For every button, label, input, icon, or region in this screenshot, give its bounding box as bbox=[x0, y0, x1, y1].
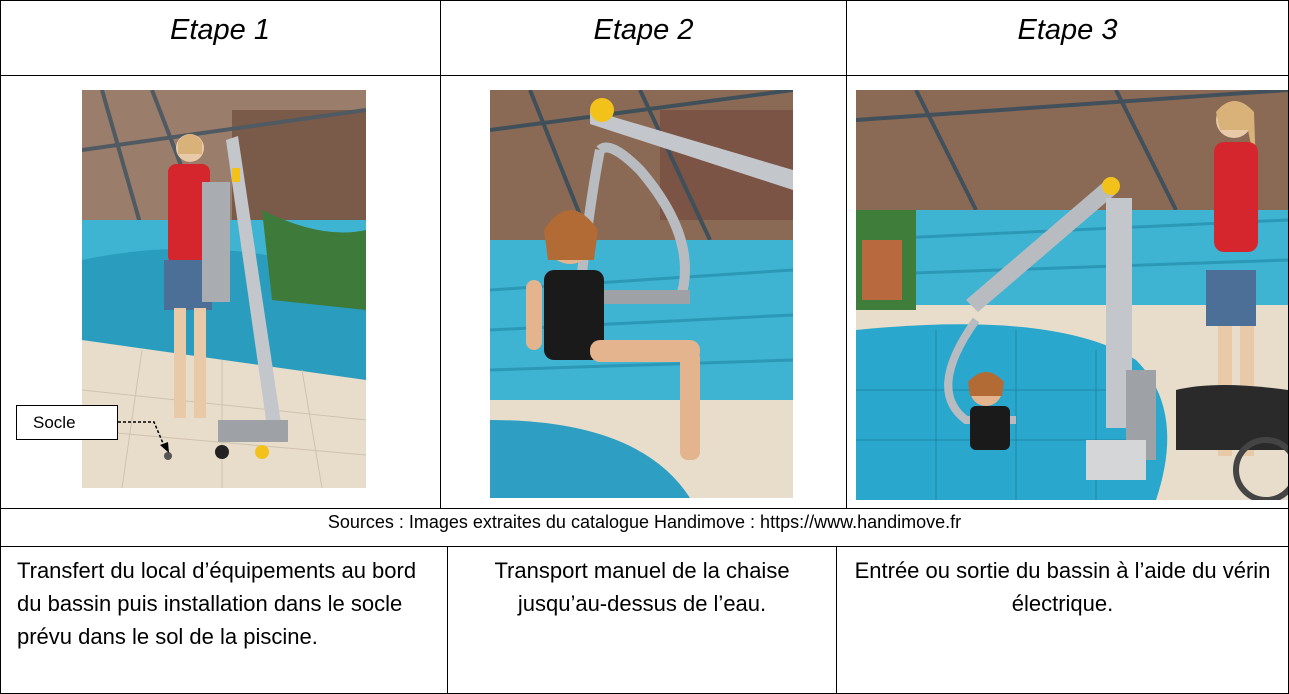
table-border-left bbox=[0, 0, 1, 694]
table-divider-photos bbox=[0, 508, 1289, 509]
step-2-description: Transport manuel de la chaise jusqu’au-d… bbox=[494, 558, 790, 616]
column-divider-2-top bbox=[846, 0, 847, 508]
table-divider-header bbox=[0, 75, 1289, 76]
socle-callout-arrow bbox=[118, 421, 169, 453]
step-1-title: Etape 1 bbox=[170, 14, 270, 46]
photo-step-3 bbox=[856, 90, 1288, 500]
photo-step-2 bbox=[490, 90, 793, 498]
column-divider-1-top bbox=[440, 0, 441, 508]
socle-callout: Socle bbox=[16, 405, 118, 440]
column-divider-1-bottom bbox=[447, 546, 448, 694]
source-line: Sources : Images extraites du catalogue … bbox=[327, 512, 962, 532]
table-divider-source bbox=[0, 546, 1289, 547]
step-2-title: Etape 2 bbox=[593, 14, 694, 46]
step-3-description: Entrée ou sortie du bassin à l’aide du v… bbox=[854, 558, 1271, 616]
step-1-description: Transfert du local d’équipements au bord… bbox=[17, 558, 417, 649]
step-3-title: Etape 3 bbox=[1017, 14, 1118, 46]
column-divider-2-bottom bbox=[836, 546, 837, 694]
table-border-top bbox=[0, 0, 1289, 1]
